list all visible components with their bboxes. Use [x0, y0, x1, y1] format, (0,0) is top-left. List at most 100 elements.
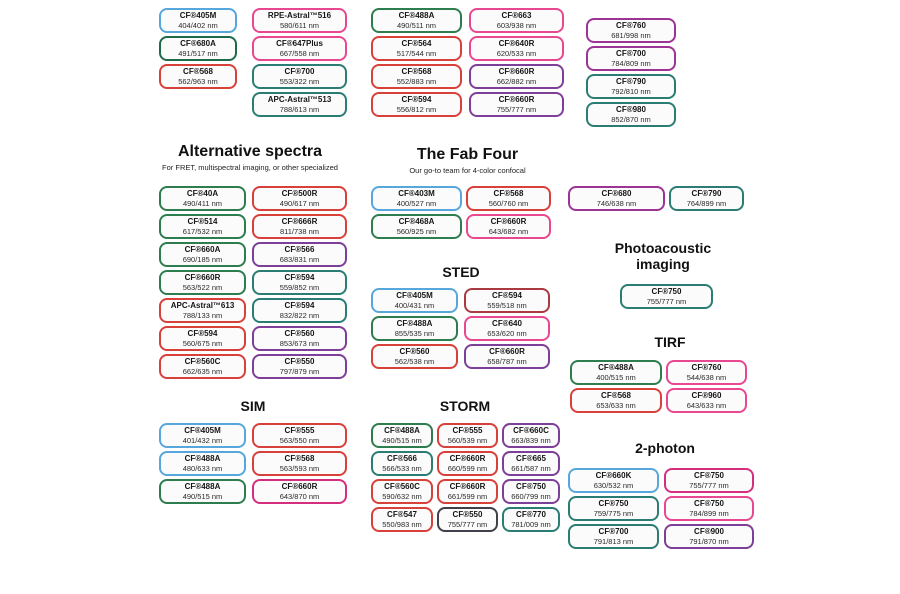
dye-name: CF®568 — [493, 188, 524, 198]
dye-wavelength: 490/411 nm — [182, 198, 223, 208]
dye-name: CF®594 — [284, 272, 315, 282]
dye-wavelength: 560/539 nm — [447, 435, 488, 445]
dye-wavelength: 480/633 nm — [182, 463, 223, 473]
dye-wavelength: 832/822 nm — [279, 310, 320, 320]
dye-name: CF®647Plus — [276, 38, 323, 48]
dye-name: CF®660C — [513, 425, 549, 435]
dye-name: CF®594 — [492, 290, 522, 300]
dye-name: CF®594 — [187, 328, 218, 338]
dye-wavelength: 559/518 nm — [487, 300, 527, 310]
dye-wavelength: 617/532 nm — [182, 226, 223, 236]
dye-wavelength: 562/963 nm — [178, 76, 218, 86]
section-heading-alternative-spectra: Alternative spectra For FRET, multispect… — [150, 143, 350, 172]
dye-name: CF®660R — [449, 481, 486, 491]
dye-name: CF®568 — [401, 66, 432, 76]
dye-wavelength: 662/882 nm — [496, 76, 537, 86]
dye-name: CF®594 — [284, 300, 315, 310]
dye-wavelength: 660/599 nm — [447, 463, 488, 473]
section-title: Photoacoustic imaging — [614, 240, 712, 272]
dye-wavelength: 603/938 nm — [496, 20, 537, 30]
section-heading-photoacoustic: Photoacoustic imaging — [603, 240, 723, 272]
dye-wavelength: 681/998 nm — [611, 30, 651, 40]
dye-name: CF®488A — [384, 425, 420, 435]
dye-name: CF®640R — [498, 38, 535, 48]
dye-wavelength: 784/899 nm — [689, 508, 729, 518]
dye-wavelength: 490/617 nm — [279, 198, 320, 208]
dye-wavelength: 400/527 nm — [396, 198, 437, 208]
section-title: SIM — [240, 398, 266, 414]
dye-wavelength: 490/511 nm — [396, 20, 437, 30]
section-title: STORM — [439, 398, 491, 414]
dye-name: CF®660R — [184, 272, 221, 282]
dye-wavelength: 755/777 nm — [689, 480, 729, 490]
dye-name: CF®488A — [398, 10, 435, 20]
dye-name: CF®790 — [616, 76, 646, 86]
dye-name: CF®680 — [601, 188, 632, 198]
dye-name: CF®405M — [184, 425, 221, 435]
dye-wavelength: 560/675 nm — [182, 338, 223, 348]
section-title: TIRF — [654, 334, 686, 350]
dye-name: CF®750 — [516, 481, 546, 491]
dye-name: CF®555 — [284, 425, 315, 435]
dye-name: CF®640 — [492, 318, 522, 328]
dye-wavelength: 788/613 nm — [279, 104, 320, 114]
section-title: The Fab Four — [416, 146, 519, 163]
dye-name: CF®594 — [401, 94, 432, 104]
dye-name: CF®405M — [179, 10, 217, 20]
dye-wavelength: 643/682 nm — [488, 226, 529, 236]
dye-wavelength: 746/638 nm — [596, 198, 637, 208]
dye-wavelength: 660/799 nm — [511, 491, 551, 501]
dye-name: CF®568 — [601, 390, 631, 400]
dye-wavelength: 661/599 nm — [447, 491, 488, 501]
dye-name: CF®900 — [694, 526, 724, 536]
dye-wavelength: 643/633 nm — [686, 400, 727, 410]
dye-wavelength: 791/870 nm — [689, 536, 729, 546]
dye-name: CF®750 — [694, 470, 724, 480]
dye-name: CF®560C — [384, 481, 420, 491]
dye-name: CF®555 — [452, 425, 483, 435]
dye-wavelength: 559/852 nm — [279, 282, 320, 292]
dye-wavelength: 630/532 nm — [593, 480, 634, 490]
dye-name: CF®980 — [616, 104, 646, 114]
